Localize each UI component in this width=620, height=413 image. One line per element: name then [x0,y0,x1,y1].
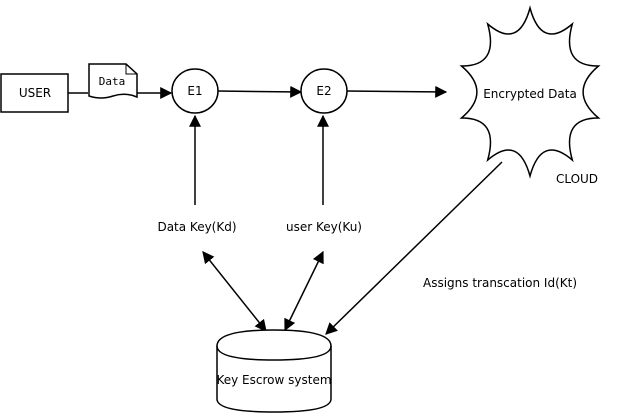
e2-node: E2 [300,68,348,114]
edge-e1-e2 [216,85,303,98]
e1-node: E1 [171,68,219,114]
cloud-text: Encrypted Data [483,87,577,101]
user-label: USER [19,86,51,100]
assigns-label: Assigns transcation Id(Kt) [423,276,577,290]
escrow-node: Key Escrow system [216,329,332,413]
edge-datakey-escrow [202,251,267,332]
cloud-caption: CLOUD [556,172,598,186]
user-key-label: user Key(Ku) [286,220,362,234]
connectors [68,85,503,335]
data-document: Data [88,63,138,99]
e1-label: E1 [187,84,202,98]
user-node: USER [0,73,69,113]
data-document-label: Data [99,75,126,88]
data-key-label: Data Key(Kd) [157,220,236,234]
cloud-node: Encrypted Data [459,5,601,179]
edge-userkey-escrow [284,250,324,332]
edge-e2-cloud [345,85,448,98]
e2-label: E2 [316,84,331,98]
escrow-label: Key Escrow system [216,373,331,387]
edge-cloud-escrow [325,161,503,335]
